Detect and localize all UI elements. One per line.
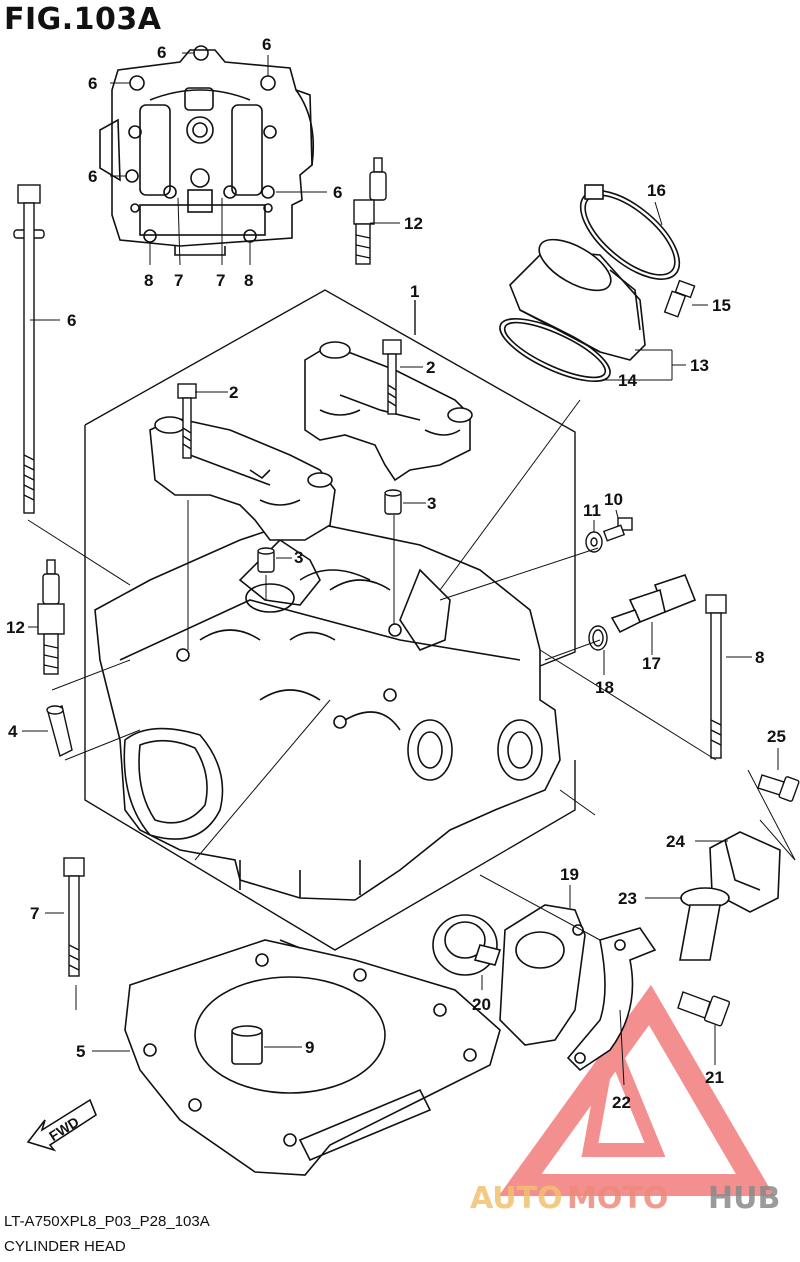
callout-24: 24 <box>666 832 685 851</box>
cylinder-head-top-view <box>99 45 315 256</box>
callout-20: 20 <box>472 995 491 1014</box>
callout-6-bolt: 6 <box>67 311 76 330</box>
bolt-6-long <box>13 184 45 514</box>
assembly-frame <box>84 289 576 951</box>
camshaft-holder-left <box>149 416 336 541</box>
callout-16: 16 <box>647 181 666 200</box>
watermark-hub: HUB <box>708 1181 780 1216</box>
callout-17: 17 <box>642 654 661 673</box>
callout-8-top-right: 8 <box>244 271 253 290</box>
watermark-logo-text: AUTO MOTO HUB <box>470 1181 780 1216</box>
callout-7-bolt: 7 <box>30 904 39 923</box>
watermark-moto: MOTO <box>567 1181 668 1216</box>
callout-12-left: 12 <box>6 618 25 637</box>
callout-numbers: 6 6 6 6 6 8 7 7 8 12 16 1 15 6 13 2 14 2… <box>6 35 786 1112</box>
bolt-25 <box>757 774 800 802</box>
callout-6-left-upper: 6 <box>88 74 97 93</box>
callout-10: 10 <box>604 490 623 509</box>
callout-18: 18 <box>595 678 614 697</box>
bolt-2-right <box>382 339 402 415</box>
bolt-21 <box>677 991 731 1027</box>
callout-25: 25 <box>767 727 786 746</box>
bolt-10 <box>602 517 633 542</box>
bolt-15 <box>663 279 696 318</box>
leader-lines-top-view <box>110 52 327 266</box>
callout-5: 5 <box>76 1042 85 1061</box>
callout-8-top-left: 8 <box>144 271 153 290</box>
callout-2-right: 2 <box>426 358 435 377</box>
pipe-23 <box>679 887 730 961</box>
callout-6-top: 6 <box>157 43 166 62</box>
callout-13: 13 <box>690 356 709 375</box>
callout-2-left: 2 <box>229 383 238 402</box>
o-ring-14 <box>499 318 611 382</box>
callout-6-right: 6 <box>333 183 342 202</box>
watermark-logo-triangle <box>498 984 775 1196</box>
bracket-22 <box>566 927 657 1072</box>
intake-pipe-13 <box>509 238 646 361</box>
callout-22: 22 <box>612 1093 631 1112</box>
intake-clamp-16 <box>579 184 681 280</box>
callout-11: 11 <box>583 501 601 520</box>
bolt-7 <box>63 857 85 977</box>
leader-lines <box>22 201 796 1086</box>
callout-3-right: 3 <box>427 494 436 513</box>
callout-7-top-right: 7 <box>216 271 225 290</box>
callout-1: 1 <box>410 282 419 301</box>
callout-12-top: 12 <box>404 214 423 233</box>
callout-9: 9 <box>305 1038 314 1057</box>
dowel-4 <box>46 705 73 758</box>
dowel-pin-3-right <box>384 489 402 515</box>
thermostat-20 <box>432 914 502 976</box>
callout-19: 19 <box>560 865 579 884</box>
temperature-sensor-17 <box>610 574 697 634</box>
callout-21: 21 <box>705 1068 724 1087</box>
spark-plug-12-top <box>353 157 387 265</box>
figure-title: FIG.103A <box>4 2 162 37</box>
callout-4: 4 <box>8 722 18 741</box>
cylinder-head-gasket-5 <box>124 939 501 1176</box>
callout-15: 15 <box>712 296 731 315</box>
callout-6-top-right: 6 <box>262 35 271 54</box>
figure-code: LT-A750XPL8_P03_P28_103A <box>4 1213 210 1230</box>
gasket-18 <box>588 625 608 651</box>
callout-23: 23 <box>618 889 637 908</box>
callout-14: 14 <box>618 371 637 390</box>
callout-6-left-lower: 6 <box>88 167 97 186</box>
bolt-2-left <box>177 383 197 459</box>
washer-11 <box>585 531 603 553</box>
spark-plug-12-left <box>37 559 65 675</box>
figure-name: CYLINDER HEAD <box>4 1238 126 1255</box>
thermostat-housing-19 <box>499 904 586 1046</box>
dowel-pin-3-left <box>257 547 275 573</box>
cylinder-head-body <box>94 519 561 901</box>
callout-8-bolt: 8 <box>755 648 764 667</box>
forward-direction-arrow: FWD <box>26 1098 97 1152</box>
callout-3-left: 3 <box>294 548 303 567</box>
watermark-auto: AUTO <box>470 1181 563 1216</box>
bolt-8 <box>705 594 727 759</box>
callout-7-top-left: 7 <box>174 271 183 290</box>
